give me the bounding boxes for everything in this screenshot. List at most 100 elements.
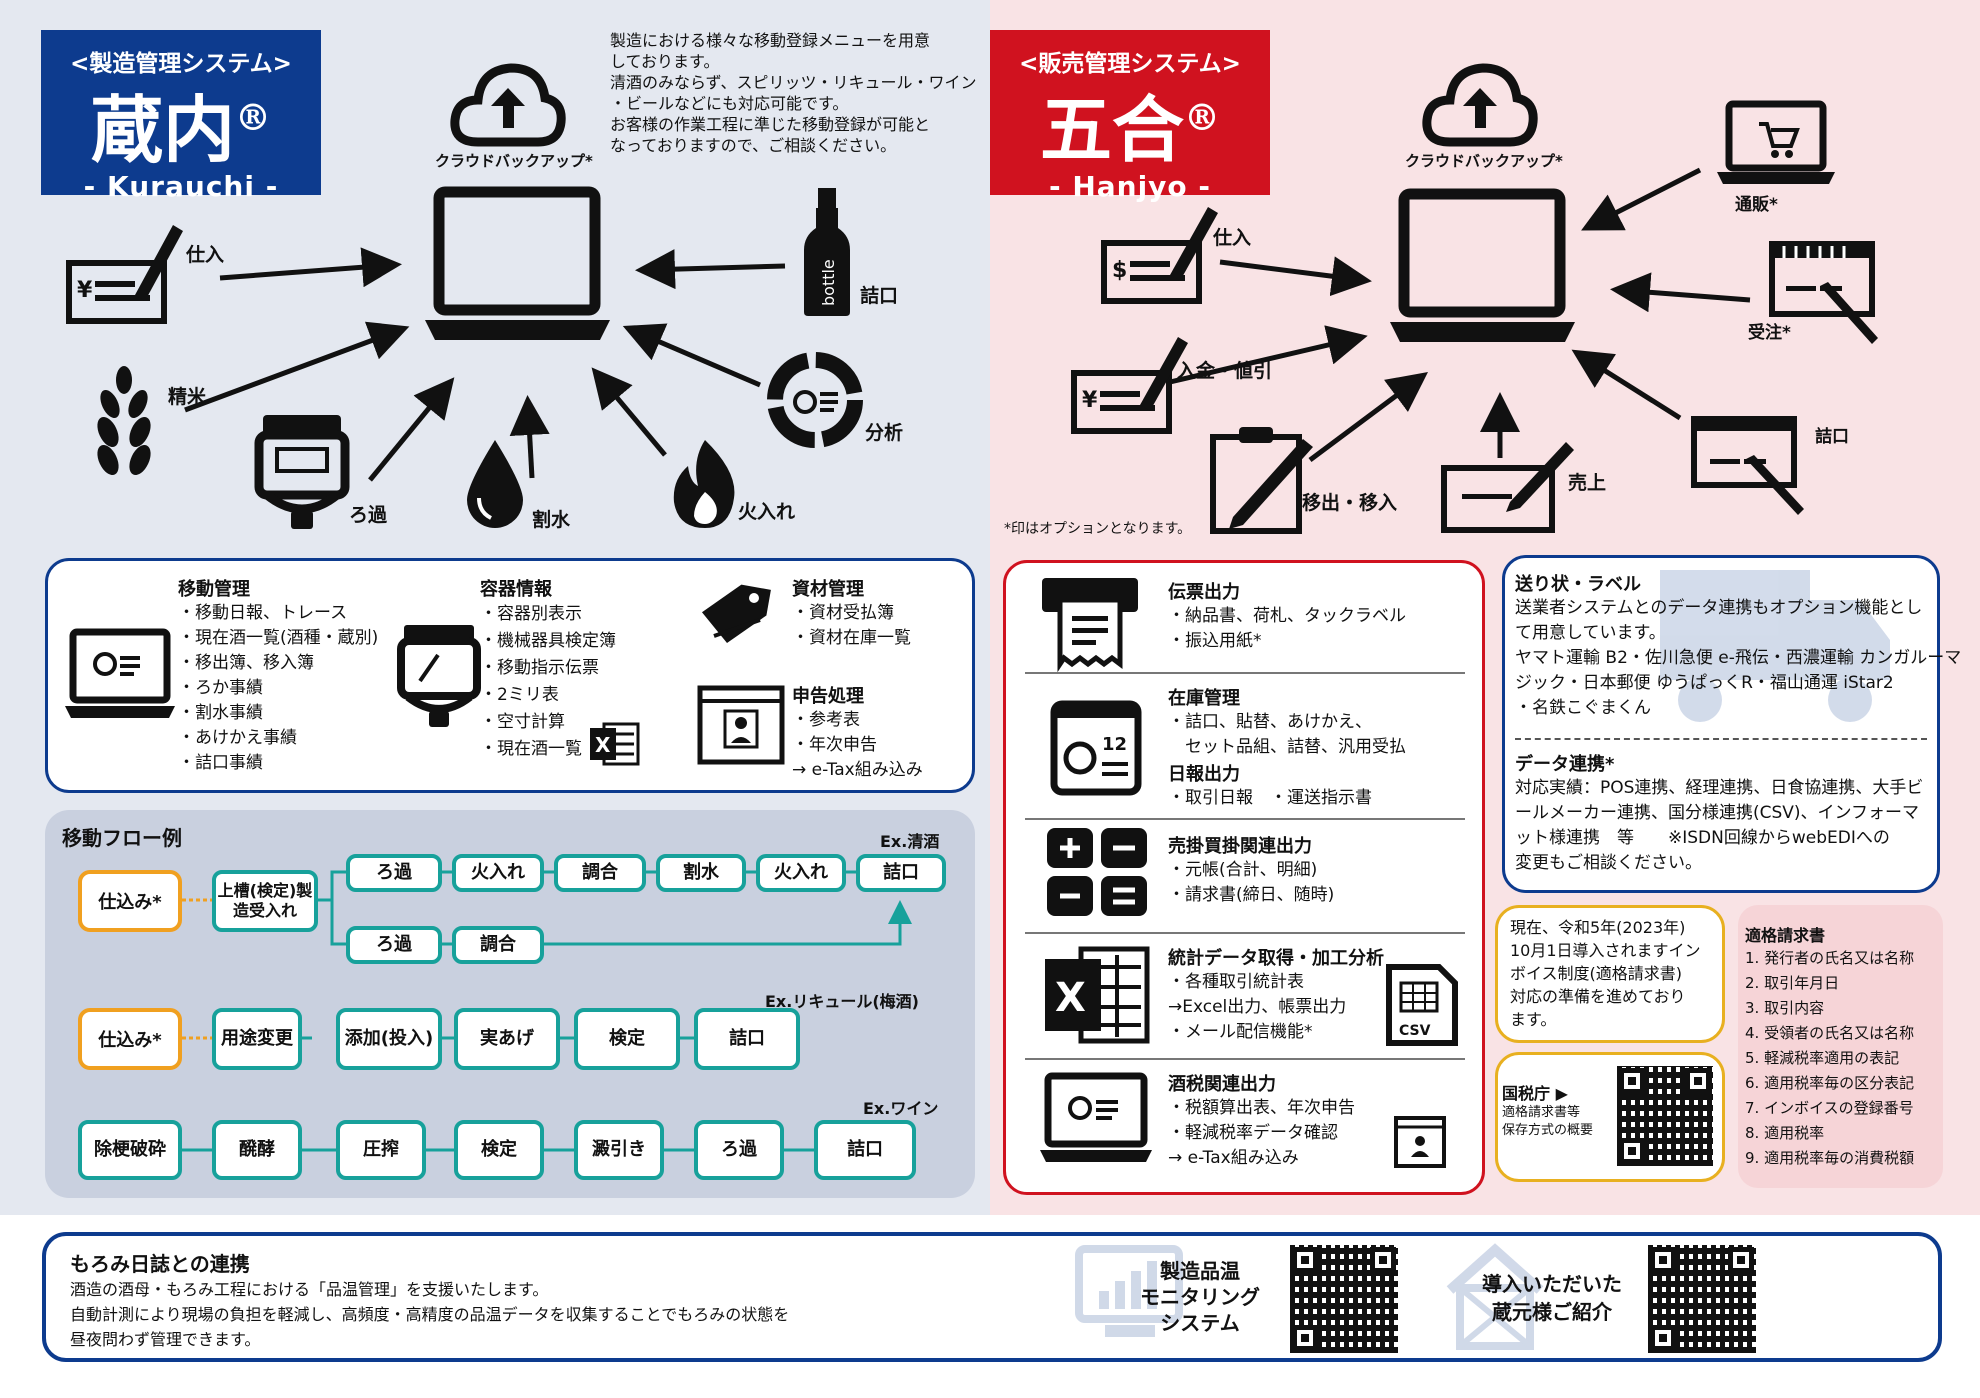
denpyo-item: ・納品書、荷札、タックラベル — [1168, 606, 1406, 626]
laptop-icon — [425, 186, 610, 340]
house-icon — [1446, 1243, 1544, 1350]
denpyo-title: 伝票出力 — [1168, 582, 1240, 603]
flow-step: 実あげ — [454, 1008, 560, 1070]
shinkoku-title: 申告処理 — [792, 686, 864, 707]
check-pen-icon: ¥ — [66, 225, 183, 324]
roka-label: ろ過 — [349, 504, 388, 526]
toukei-item: ・各種取引統計表 — [1168, 972, 1304, 992]
tsumeguchi-label: 詰口 — [860, 285, 899, 307]
invoice-line: 対応の準備を進めており — [1510, 987, 1686, 1006]
tekikaku-item: 5. 軽減税率適用の表記 — [1745, 1049, 1900, 1067]
shinkoku-item: ・年次申告 — [792, 735, 877, 755]
invoice-line: 現在、令和5年(2023年) — [1510, 918, 1686, 937]
toukei-item: →Excel出力、帳票出力 — [1168, 997, 1347, 1017]
denpyo-item: ・振込用紙* — [1168, 631, 1262, 651]
okurijo-line: て用意しています。 — [1515, 623, 1666, 643]
flow-ex-wine: Ex.ワイン — [863, 1099, 939, 1118]
zaiko-title: 在庫管理 — [1168, 688, 1240, 709]
laptop-icon — [1390, 188, 1575, 342]
kurauchi-subtitle: <製造管理システム> — [70, 51, 292, 77]
tank-icon — [397, 625, 481, 727]
price-tag-icon — [701, 584, 771, 644]
tekikaku-item: 1. 発行者の氏名又は名称 — [1745, 949, 1915, 967]
registered-mark: ® — [235, 97, 271, 139]
flow-joso: 上槽(検定)製造受入れ — [212, 870, 318, 932]
divider — [1025, 672, 1465, 674]
list-section-shuzei: 酒税関連出力 ・税額算出表、年次申告 ・軽減税率データ確認 → e-Tax組み込… — [1168, 1070, 1355, 1171]
calculator-icon — [1047, 828, 1147, 916]
flow-step: 添加(投入) — [336, 1008, 442, 1070]
renkei-line: 対応実績：POS連携、経理連携、日食協連携、大手ビ — [1515, 778, 1924, 798]
cloud-upload-icon — [1422, 63, 1538, 147]
youki-item: ・容器別表示 — [480, 604, 582, 624]
kokuzei-line: 適格請求書等 — [1502, 1105, 1581, 1120]
monitoring-qr-code[interactable] — [1290, 1245, 1398, 1353]
bunseki-label: 分析 — [865, 422, 904, 444]
flow-step: 調合 — [452, 926, 544, 964]
renkei-line: ールメーカー連携、国分様連携(CSV)、インフォーマ — [1515, 803, 1920, 823]
divider — [1025, 818, 1465, 820]
flow-step: 詰口 — [814, 1120, 916, 1180]
renkei-line: ット様連携 等 ※ISDN回線からwebEDIへの — [1515, 828, 1890, 848]
analysis-chart-icon — [767, 352, 863, 448]
intro-line: 清酒のみならず、スピリッツ・リキュール・ワイン — [610, 73, 977, 92]
shinkoku-section: 申告処理 ・参考表 ・年次申告 → e-Tax組み込み — [792, 682, 923, 783]
flow-step: 用途変更 — [212, 1008, 302, 1070]
hanjyo-name: 五合 — [1039, 87, 1184, 172]
kokuzei-line: 保存方式の概要 — [1502, 1123, 1594, 1138]
tekikaku-item: 6. 適用税率毎の区分表記 — [1745, 1074, 1915, 1092]
ecommerce-laptop-icon — [1717, 100, 1835, 184]
cloud-upload-icon — [450, 63, 566, 147]
flow-ex-liqueur: Ex.リキュール(梅酒) — [765, 992, 919, 1011]
youki-section: 容器情報 ・容器別表示 ・機械器具検定簿 ・移動指示伝票 ・2ミリ表 ・空寸計算… — [480, 575, 616, 763]
laptop-chart-icon — [1040, 1072, 1152, 1162]
nippo-item: ・取引日報 ・運送指示書 — [1168, 788, 1372, 808]
invoice-line: ボイス制度(適格請求書) — [1510, 964, 1683, 983]
flow-step: 除梗破砕 — [78, 1120, 182, 1180]
document-person-icon — [697, 685, 785, 765]
flow-arrows-right — [1169, 167, 1751, 463]
divider — [1025, 1058, 1465, 1060]
truck-icon — [1660, 570, 1890, 722]
urikake-item: ・請求書(締日、随時) — [1168, 885, 1335, 905]
csv-file-icon: CSV — [1386, 964, 1458, 1046]
flow-step: 詰口 — [694, 1008, 800, 1070]
idou-item: ・詰口事績 — [178, 753, 263, 773]
intro-line: 製造における様々な移動登録メニューを用意 — [610, 31, 931, 50]
qr1-line: 製造品温 — [1160, 1259, 1240, 1283]
juchu-label: 受注* — [1748, 323, 1791, 343]
youki-item: ・現在酒一覧 — [480, 739, 582, 759]
tekikaku-section: 適格請求書 1. 発行者の氏名又は名称 2. 取引年月日 3. 取引内容 4. … — [1745, 922, 1914, 1171]
customers-qr-code[interactable] — [1648, 1245, 1756, 1353]
okurijo-line: ジック・日本郵便 ゆうぱっくR・福山通運 iStar2 — [1515, 673, 1894, 693]
tekikaku-title: 適格請求書 — [1745, 926, 1826, 945]
idou-label-right: 移出・移入 — [1302, 492, 1398, 514]
kurauchi-name: 蔵内 — [90, 87, 235, 172]
kokuzei-title[interactable]: 国税庁 ▶ — [1502, 1084, 1568, 1103]
tekikaku-item: 3. 取引内容 — [1745, 999, 1825, 1017]
laptop-chart-icon — [65, 628, 175, 718]
shuzei-item: ・軽減税率データ確認 — [1168, 1123, 1338, 1143]
okurijo-box — [1502, 555, 1940, 893]
kokuzei-qr-code[interactable] — [1617, 1066, 1713, 1166]
youki-item: ・2ミリ表 — [480, 685, 559, 705]
registered-mark: ® — [1184, 97, 1220, 139]
tekikaku-box — [1738, 905, 1943, 1188]
flow-ex-seishu: Ex.清酒 — [880, 832, 940, 851]
svg-text:12: 12 — [1102, 734, 1127, 755]
invoice-line: ます。 — [1510, 1010, 1557, 1029]
receipt-printer-icon — [1042, 578, 1138, 673]
youki-item: ・機械器具検定簿 — [480, 631, 616, 651]
idou-section: 移動管理 ・移動日報、トレース ・現在酒一覧(酒種・蔵別) ・移出簿、移入簿 ・… — [178, 575, 378, 776]
flow-step: ろ過 — [346, 926, 442, 964]
okurijo-title: 送り状・ラベル — [1515, 574, 1641, 595]
flow-step: 醗酵 — [212, 1120, 302, 1180]
rice-icon — [97, 366, 151, 475]
qr1-line: システム — [1160, 1311, 1240, 1335]
youki-title: 容器情報 — [480, 579, 552, 600]
tekikaku-item: 7. インボイスの登録番号 — [1745, 1099, 1914, 1117]
tsuhan-label: 通販* — [1735, 195, 1778, 215]
nippo-title: 日報出力 — [1168, 764, 1240, 785]
flow-shikomi-2: 仕込み* — [78, 1008, 182, 1070]
renkei-title: データ連携* — [1515, 754, 1615, 775]
